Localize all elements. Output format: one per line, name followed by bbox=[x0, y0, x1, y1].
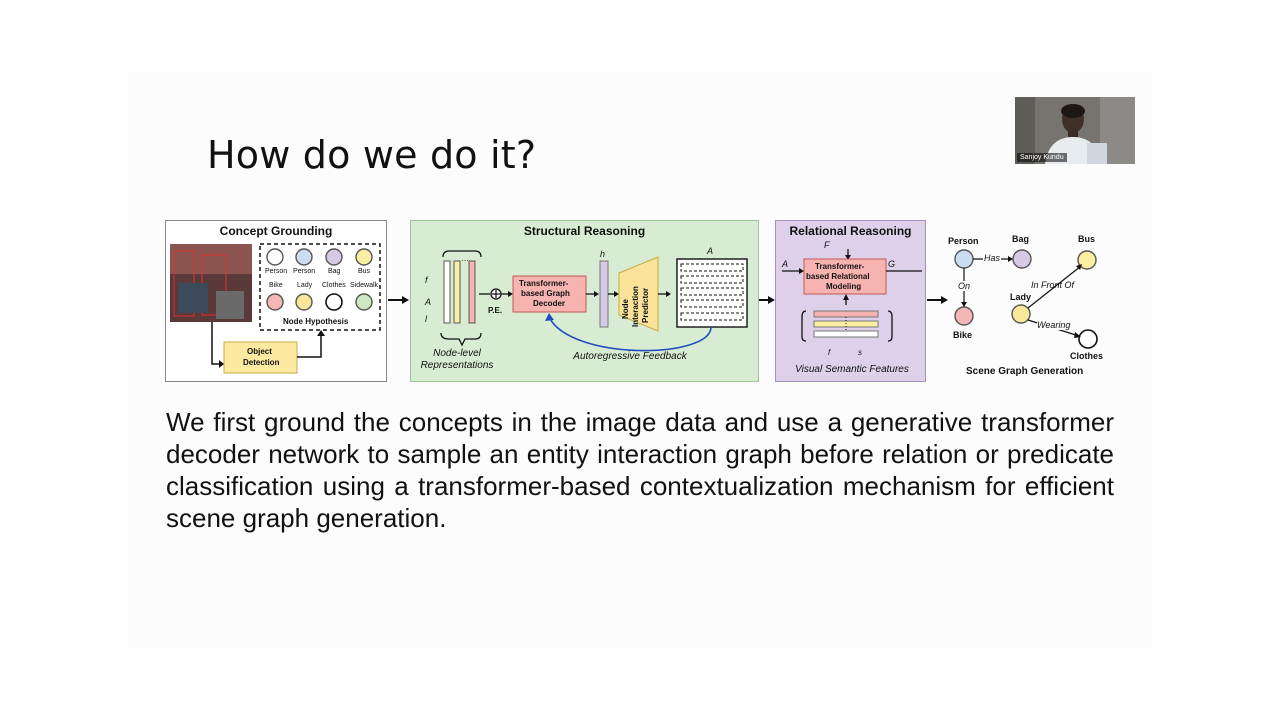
node-label-clothes: Clothes bbox=[322, 282, 346, 289]
svg-text:…: … bbox=[461, 254, 469, 263]
object-detection-label-1: Object bbox=[247, 347, 272, 356]
svg-text:h: h bbox=[600, 249, 605, 259]
svg-text:A: A bbox=[424, 297, 431, 307]
predictor-label-3: Predictor bbox=[641, 287, 650, 323]
svg-text:f: f bbox=[425, 275, 429, 285]
relational-model-label-1: Transformer- bbox=[815, 262, 865, 271]
node-level-label-1: Node-level bbox=[433, 348, 481, 359]
node-label-bus: Bus bbox=[358, 268, 371, 275]
webcam-video[interactable]: Sanjoy Kundu bbox=[1015, 97, 1135, 164]
svg-text:l: l bbox=[425, 314, 428, 324]
structural-reasoning-title: Structural Reasoning bbox=[523, 224, 646, 238]
relational-model-label-2: based Relational bbox=[806, 272, 870, 281]
predictor-label-1: Node bbox=[621, 299, 630, 319]
node-label-person-2: Person bbox=[293, 268, 316, 275]
scene-node-bike: Bike bbox=[953, 330, 973, 340]
concept-grounding-graphic bbox=[170, 243, 381, 374]
decoder-label-1: Transformer- bbox=[519, 279, 569, 288]
slide-title: How do we do it? bbox=[207, 133, 537, 177]
node-label-bag: Bag bbox=[328, 268, 341, 275]
scene-graph-caption: Scene Graph Generation bbox=[966, 366, 1084, 377]
svg-text:s: s bbox=[858, 348, 862, 357]
scene-node-lady: Lady bbox=[1010, 292, 1032, 302]
scene-node-clothes: Clothes bbox=[1070, 351, 1104, 361]
participant-name: Sanjoy Kundu bbox=[1017, 153, 1067, 162]
svg-text:A: A bbox=[706, 246, 713, 256]
concept-grounding-panel: Concept Grounding Person Person Bag Bus … bbox=[165, 220, 387, 382]
svg-text:F: F bbox=[824, 240, 830, 250]
relational-reasoning-graphic: F A G f s bbox=[781, 240, 922, 357]
slide-body-text: We first ground the concepts in the imag… bbox=[166, 407, 1114, 533]
svg-text:A: A bbox=[781, 259, 788, 269]
structural-reasoning-graphic: … f A l h A bbox=[424, 246, 748, 352]
positional-encoding-label: P.E. bbox=[488, 306, 503, 315]
scene-graph-panel: Person Bag Bus Lady Bike Clothes Has On … bbox=[940, 226, 1120, 382]
node-label-bike: Bike bbox=[269, 282, 283, 289]
scene-edge-on: On bbox=[958, 281, 971, 291]
structural-reasoning-panel: Structural Reasoning … f A l h A bbox=[410, 220, 759, 382]
visual-semantic-features-label: Visual Semantic Features bbox=[795, 364, 909, 375]
scene-node-bus: Bus bbox=[1078, 234, 1096, 244]
predictor-label-2: Interaction bbox=[631, 286, 640, 327]
autoregressive-feedback-label: Autoregressive Feedback bbox=[573, 351, 687, 362]
node-label-person-1: Person bbox=[265, 268, 288, 275]
scene-node-bag: Bag bbox=[1012, 234, 1030, 244]
relational-reasoning-panel: Relational Reasoning F A G f s Transform… bbox=[775, 220, 926, 382]
decoder-label-2: based Graph bbox=[521, 289, 570, 298]
node-label-sidewalk: Sidewalk bbox=[350, 282, 379, 289]
participant-silhouette-icon bbox=[1015, 97, 1135, 164]
decoder-label-3: Decoder bbox=[533, 299, 566, 308]
svg-text:f: f bbox=[828, 348, 831, 357]
scene-edge-wearing: Wearing bbox=[1037, 320, 1071, 330]
scene-edge-in-front-of: In Front Of bbox=[1031, 280, 1075, 290]
svg-text:G: G bbox=[888, 259, 895, 269]
node-hypothesis-label: Node Hypothesis bbox=[283, 317, 349, 326]
scene-node-person: Person bbox=[948, 236, 979, 246]
object-detection-label-2: Detection bbox=[243, 358, 280, 367]
relational-model-label-3: Modeling bbox=[826, 282, 862, 291]
node-label-lady: Lady bbox=[297, 282, 313, 289]
scene-graph-graphic bbox=[954, 249, 1098, 349]
relational-reasoning-title: Relational Reasoning bbox=[789, 224, 912, 238]
concept-grounding-title: Concept Grounding bbox=[219, 224, 333, 238]
node-level-label-2: Representations bbox=[420, 360, 494, 371]
scene-edge-has: Has bbox=[983, 253, 1002, 263]
